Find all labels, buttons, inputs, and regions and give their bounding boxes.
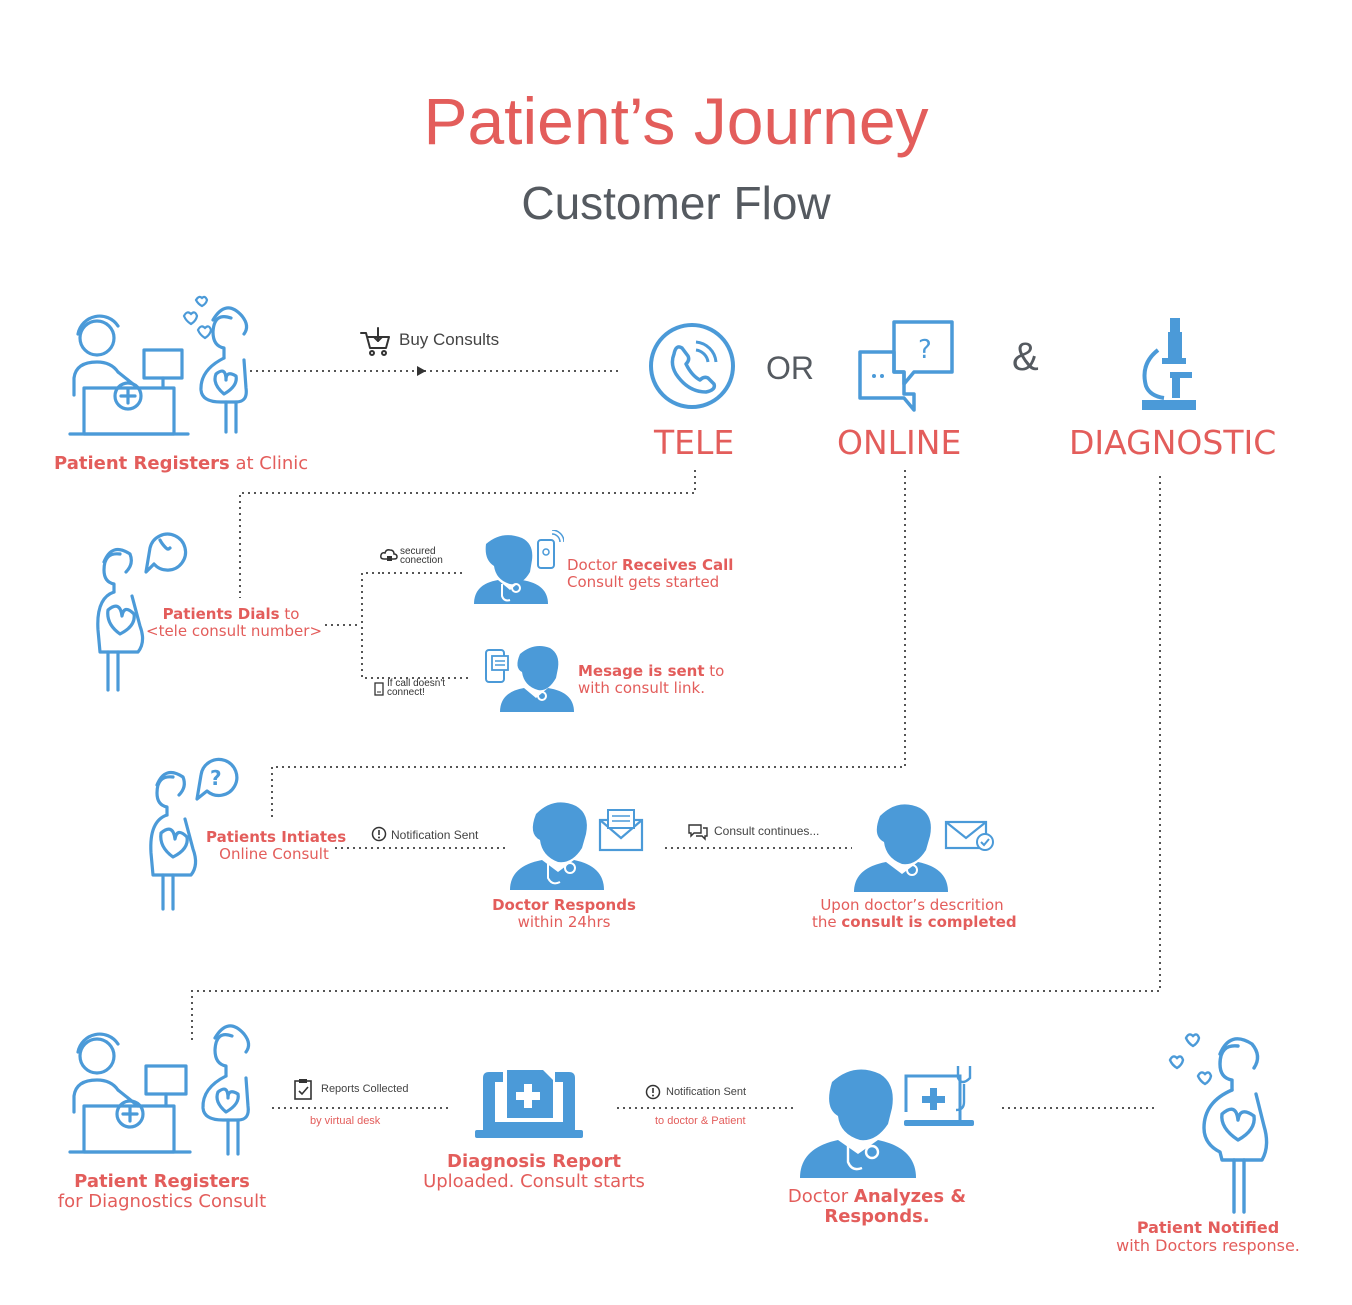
patient-registers-clinic-label: Patient Registers at Clinic <box>54 453 309 474</box>
page-subtitle: Customer Flow <box>521 177 831 229</box>
clinic-registration-diag-icon <box>68 1024 251 1156</box>
chat-bubbles-icon: ? <box>858 320 954 412</box>
doctor-email-icon <box>510 802 644 890</box>
buy-consults-label: Buy Consults <box>399 330 500 349</box>
reports-collected-label: Reports Collected <box>321 1083 409 1095</box>
doctor-message-icon <box>485 646 574 712</box>
cloud-lock-icon <box>380 549 398 561</box>
mobile-alert-icon <box>374 682 384 696</box>
clinic-registration-icon <box>68 295 249 436</box>
chat-icon <box>688 824 708 841</box>
alert-circle-icon <box>645 1084 661 1100</box>
page-title: Patient’s Journey <box>423 84 929 158</box>
consult-continues-label: Consult continues... <box>714 824 820 838</box>
notification-sent-diag-label: Notification Sent <box>666 1086 747 1098</box>
alert-circle-icon <box>371 826 387 842</box>
to-doctor-patient-label: to doctor & Patient <box>655 1115 746 1127</box>
doctor-email-check-icon <box>854 804 994 892</box>
pregnant-patient-phone-icon <box>96 532 188 692</box>
pregnant-patient-notified-icon <box>1168 1033 1269 1214</box>
tele-label: TELE <box>654 423 735 462</box>
ampersand-label: & <box>1012 335 1039 379</box>
or-label: OR <box>766 350 814 386</box>
patients-dials-label: Patients Dials to<tele consult number> <box>146 605 323 640</box>
doctor-laptop-stethoscope-icon <box>800 1066 974 1178</box>
svg-text:?: ? <box>918 335 932 365</box>
pregnant-patient-question-icon: ? <box>149 757 239 911</box>
online-label: ONLINE <box>837 423 962 462</box>
svg-text:?: ? <box>210 766 222 790</box>
cart-icon <box>360 327 390 356</box>
doctor-analyzes-label: Doctor Analyzes &Responds. <box>787 1186 967 1227</box>
doctor-mobile-icon <box>474 530 564 604</box>
phone-call-icon <box>649 323 735 409</box>
microscope-icon <box>1142 318 1196 410</box>
by-virtual-desk-label: by virtual desk <box>310 1115 381 1127</box>
laptop-report-icon <box>475 1070 583 1138</box>
notification-sent-label: Notification Sent <box>391 828 479 842</box>
clipboard-icon <box>294 1079 312 1100</box>
diagnostic-label: DIAGNOSTIC <box>1069 423 1277 462</box>
